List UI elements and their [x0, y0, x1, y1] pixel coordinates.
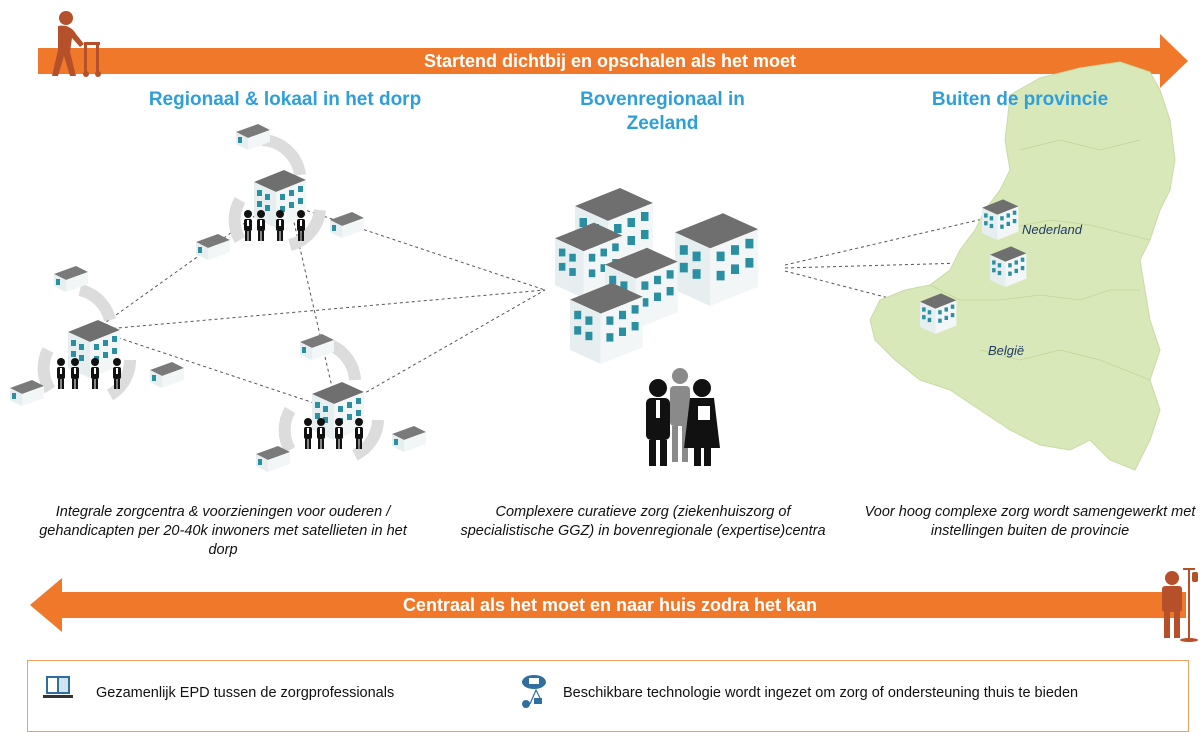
cluster-left [10, 266, 184, 406]
laptop-icon [43, 676, 73, 698]
elderly-walker-icon [52, 11, 101, 77]
caption-supraregional: Complexere curatieve zorg (ziekenhuiszor… [460, 504, 826, 539]
legend-text-technology: Beschikbare technologie wordt ingezet om… [563, 685, 1079, 701]
caption-regional: Integrale zorgcentra & voorzieningen voo… [39, 504, 407, 558]
column-title-regional: Regionaal & lokaal in het dorp [148, 89, 422, 110]
top-arrow [38, 34, 1188, 88]
column-title-supraregional: Bovenregionaal in Zeeland [580, 89, 745, 134]
legend-text-epd: Gezamenlijk EPD tussen de zorgprofession… [96, 685, 395, 701]
caption-outside-province: Voor hoog complexe zorg wordt samengewer… [864, 504, 1196, 539]
top-arrow-label: Startend dichtbij en opschalen als het m… [423, 51, 797, 71]
map-borders [929, 139, 1151, 381]
bottom-arrow-label: Centraal als het moet en naar huis zodra… [402, 595, 818, 615]
map-label-belgium: België [988, 343, 1025, 358]
medical-staff-icon [646, 368, 720, 466]
cloud-devices-icon [522, 675, 546, 708]
bottom-arrow [30, 578, 1186, 632]
cluster-bottom [256, 334, 426, 472]
column-title-outside-province: Buiten de provincie [931, 89, 1109, 110]
cluster-top [196, 124, 364, 260]
connection-lines [94, 204, 1001, 411]
hospital-complex-icon [555, 188, 759, 364]
map-label-netherlands: Nederland [1022, 222, 1082, 237]
patient-iv-icon [1162, 568, 1198, 642]
